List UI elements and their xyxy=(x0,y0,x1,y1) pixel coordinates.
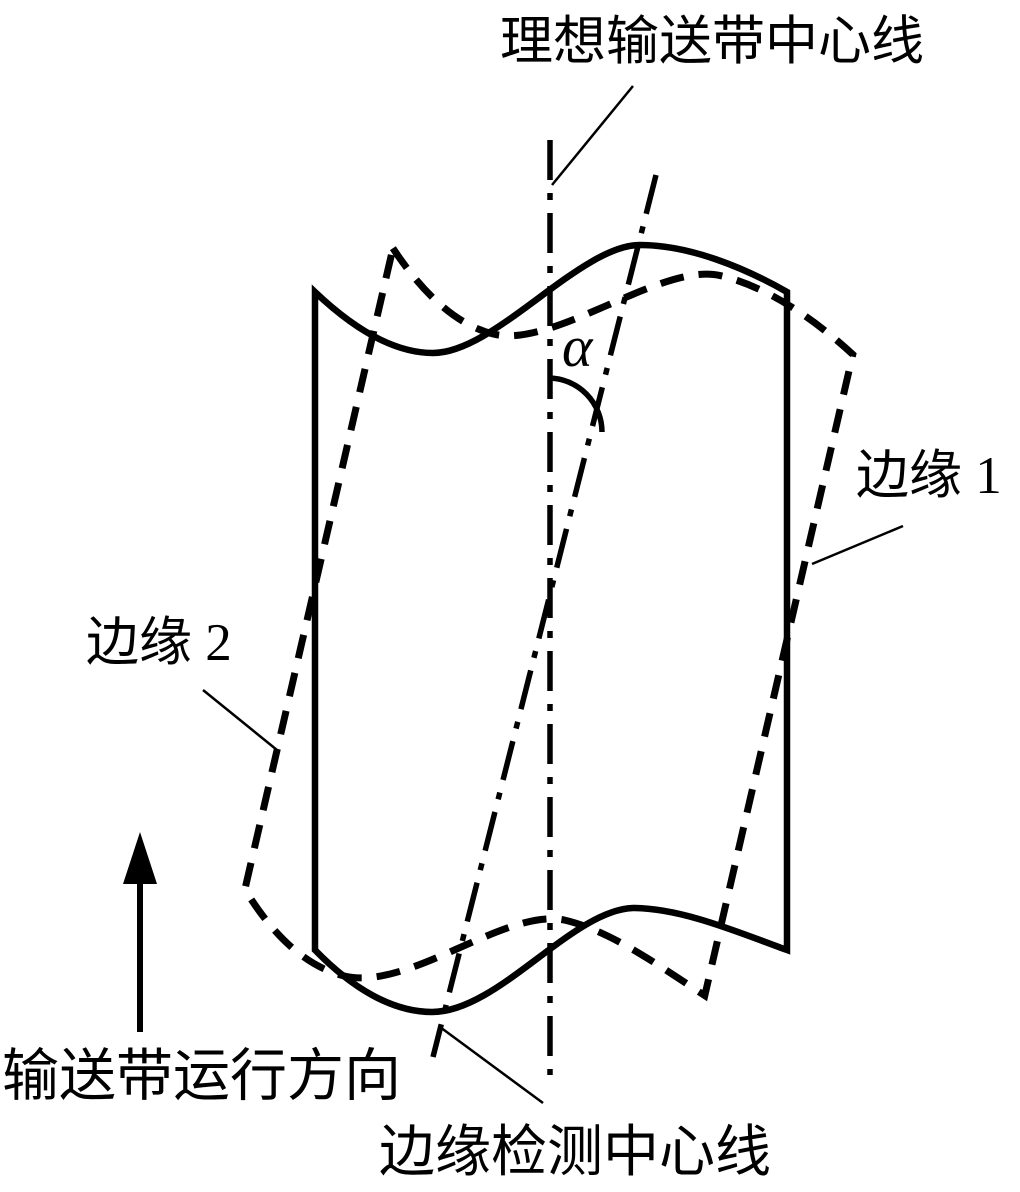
detected-centerline-dashdot xyxy=(430,174,659,1058)
detected-centerline-label: 边缘检测中心线 xyxy=(379,1122,771,1184)
edge1-leader xyxy=(811,524,904,566)
direction-arrow-icon xyxy=(123,832,157,1032)
edge2-leader xyxy=(202,689,278,751)
edge2-label: 边缘 2 xyxy=(86,614,232,672)
belt-direction-label: 输送带运行方向 xyxy=(2,1045,401,1108)
angle-alpha-arc xyxy=(548,375,605,433)
ideal-centerline-leader xyxy=(551,85,634,186)
edge1-label: 边缘 1 xyxy=(856,447,1002,505)
ideal-centerline-label: 理想输送带中心线 xyxy=(500,13,924,71)
angle-alpha-label: α xyxy=(562,314,593,379)
belt-outline-deviated-dashed xyxy=(231,202,863,1056)
direction-arrow-head xyxy=(123,832,157,884)
detected-centerline-leader xyxy=(439,1025,544,1105)
